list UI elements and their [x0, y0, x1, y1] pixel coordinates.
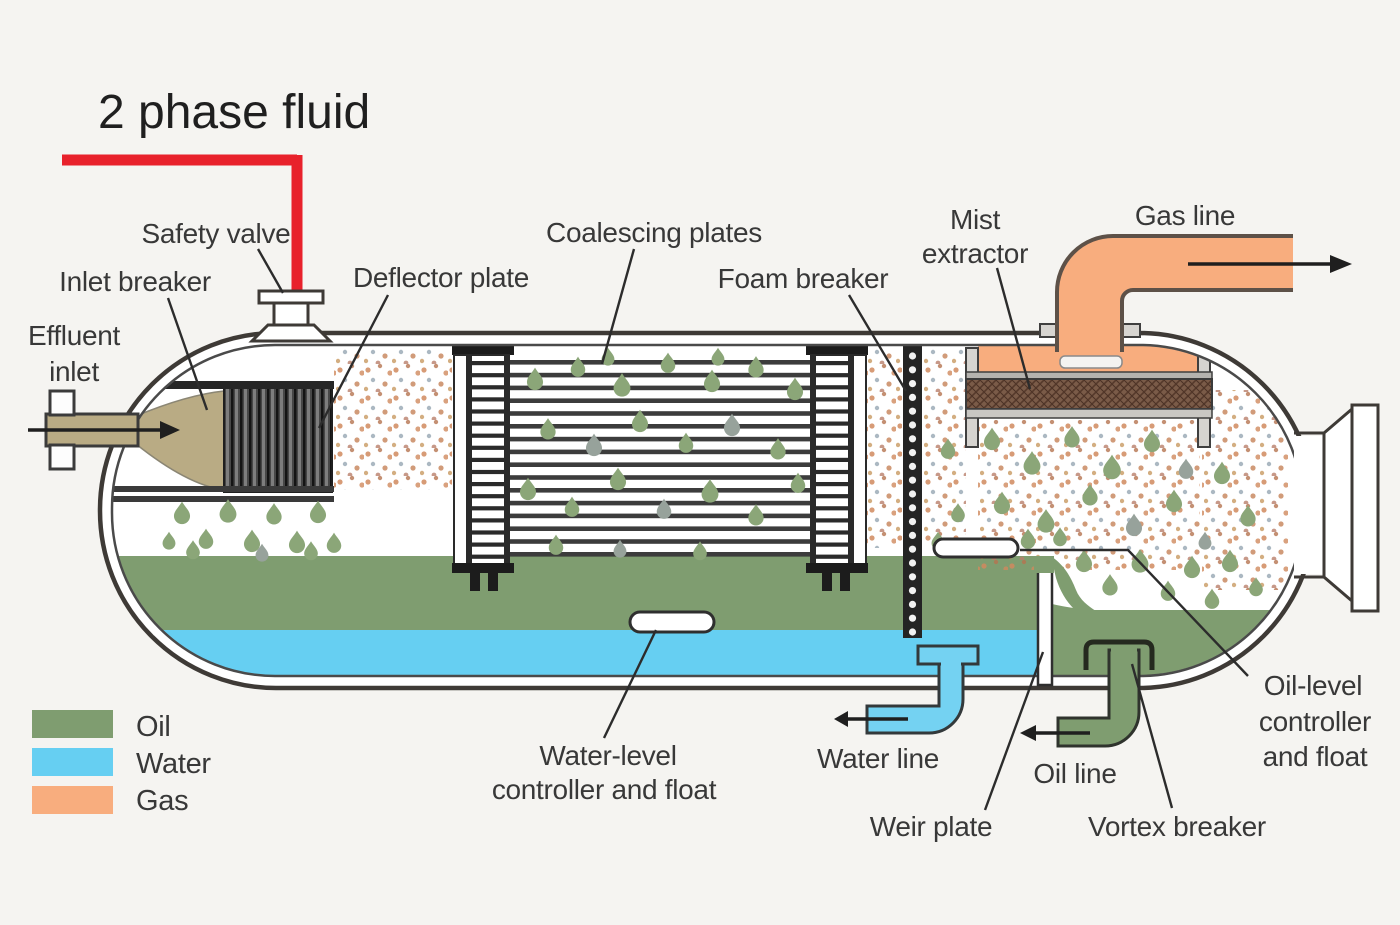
leader-water-level: [602, 629, 658, 739]
label-gas-line: Gas line: [1135, 200, 1235, 231]
foam-breaker: [903, 346, 922, 638]
label-weir-plate: Weir plate: [870, 811, 993, 842]
label-oil-line: Oil line: [1033, 758, 1116, 789]
inlet-section: [113, 381, 334, 502]
label-water-level-controller: Water-level: [539, 740, 676, 771]
leader-safety-valve: [256, 248, 285, 294]
gas-outlet-pipe: [1039, 234, 1352, 352]
weir-plate: [1036, 564, 1054, 687]
label-oil-level-controller: controller: [1259, 706, 1371, 737]
label-mist-extractor: Mist: [950, 204, 1001, 235]
leader-deflector-plate: [317, 294, 390, 429]
inlet-tray-rail: [113, 486, 334, 492]
legend-label-gas: Gas: [136, 785, 188, 817]
vortex-breaker: [1083, 639, 1155, 670]
water-outlet: [834, 644, 980, 735]
label-oil-level-controller: Oil-level: [1264, 670, 1362, 701]
legend-label-water: Water: [136, 748, 211, 780]
label-deflector-plate: Deflector plate: [353, 262, 529, 293]
legend-swatch-gas: [32, 786, 113, 814]
labels: 2 phase fluid Safety valve Inlet breaker…: [28, 86, 1371, 842]
deflector-top-plate: [128, 381, 334, 389]
two-phase-feed-line: [62, 154, 303, 297]
mist-extractor-pad: [965, 378, 1213, 410]
label-coalescing-plates: Coalescing plates: [546, 217, 762, 248]
leader-vortex-breaker: [1130, 663, 1174, 809]
label-inlet-breaker: Inlet breaker: [59, 266, 211, 297]
oil-outlet: [1020, 639, 1155, 748]
leader-inlet-breaker: [166, 297, 209, 411]
water-layer: [113, 630, 1038, 675]
oil-cascade: [1051, 557, 1096, 611]
leader-foam-breaker: [847, 294, 908, 392]
gas-mist-speckles: [334, 348, 1288, 590]
leader-lines: [166, 248, 1249, 811]
label-safety-valve: Safety valve: [142, 218, 291, 249]
leader-oil-level: [1020, 548, 1249, 677]
label-vortex-breaker: Vortex breaker: [1088, 811, 1266, 842]
water-level-float: [628, 610, 716, 634]
inlet-tray-rail: [113, 496, 334, 502]
safety-valve: [248, 289, 334, 343]
diagram-title: 2 phase fluid: [98, 86, 370, 139]
label-oil-level-controller: and float: [1263, 741, 1368, 772]
label-effluent-inlet: inlet: [49, 356, 99, 387]
legend-swatch-oil: [32, 710, 113, 738]
label-foam-breaker: Foam breaker: [718, 263, 889, 294]
leader-mist-extractor: [995, 267, 1032, 390]
label-effluent-inlet: Effluent: [28, 320, 121, 351]
legend: Oil Water Gas: [32, 710, 212, 817]
label-mist-extractor: extractor: [922, 238, 1028, 269]
legend-swatch-water: [32, 748, 113, 776]
right-end-flange: [1294, 403, 1380, 613]
inlet-breaker-block: [223, 387, 333, 493]
effluent-inlet-nozzle: [28, 389, 180, 471]
oil-level-float: [932, 537, 1020, 559]
label-water-line: Water line: [817, 743, 939, 774]
leader-weir-plate: [983, 651, 1045, 811]
feed-line: [62, 154, 303, 297]
legend-label-oil: Oil: [136, 711, 171, 743]
label-water-level-controller: controller and float: [492, 774, 717, 805]
leader-coalescing-plates: [600, 248, 636, 365]
mist-extractor: [965, 346, 1213, 448]
